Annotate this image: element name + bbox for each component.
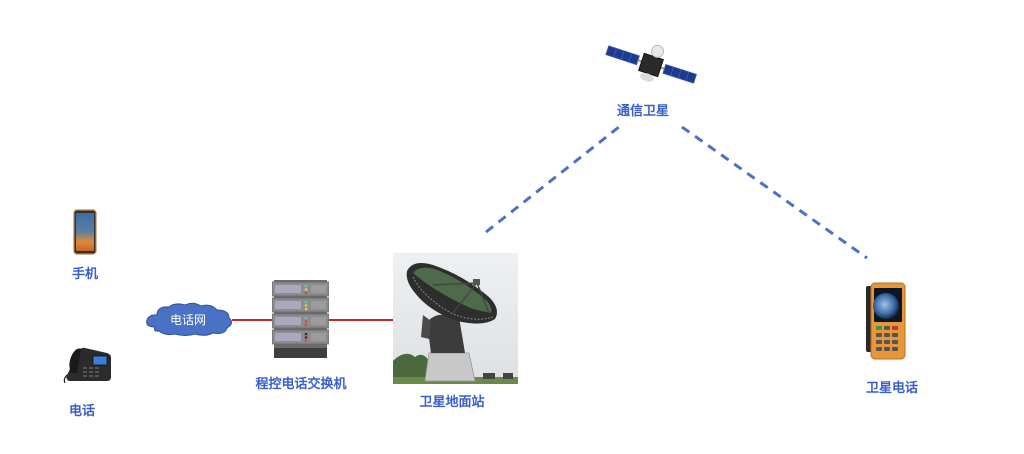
exchange-node <box>272 280 329 358</box>
satellite-icon <box>605 44 697 84</box>
satellite-phone-node <box>865 282 907 360</box>
desk-phone-label: 电话 <box>68 404 96 419</box>
desk-phone-icon <box>63 347 111 384</box>
exchange-label: 程控电话交换机 <box>255 377 347 392</box>
satellite-dish-icon <box>393 253 518 384</box>
server-rack-icon <box>272 280 329 358</box>
ground-station-label: 卫星地面站 <box>419 395 485 410</box>
phone-network-label: 电话网 <box>169 313 207 327</box>
desk-phone-node <box>63 343 113 387</box>
link-ground-station-to-satellite <box>485 121 625 234</box>
smartphone-icon <box>73 209 97 255</box>
ground-station-node <box>393 253 518 384</box>
satellite-phone-label: 卫星电话 <box>865 381 919 396</box>
phone-network-node <box>143 301 235 337</box>
mobile-phone-label: 手机 <box>71 267 99 282</box>
satellite-label: 通信卫星 <box>616 104 670 119</box>
satellite-node <box>603 40 699 90</box>
cloud-icon <box>146 302 233 336</box>
link-satellite-to-satellite-phone <box>681 125 868 260</box>
satellite-phone-icon <box>866 282 906 360</box>
mobile-phone-node <box>73 209 97 255</box>
